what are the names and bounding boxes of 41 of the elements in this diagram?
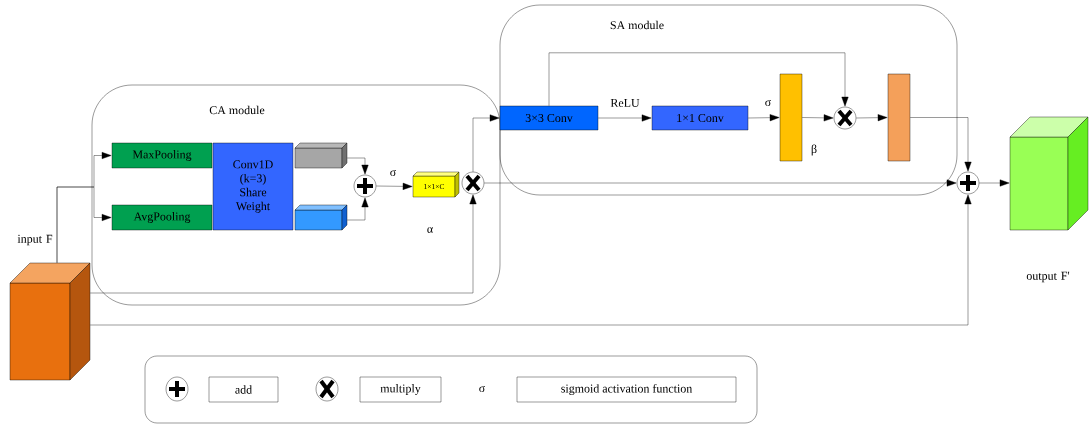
arrow	[347, 197, 369, 221]
feature-cube: output F'	[1009, 116, 1089, 283]
arrow	[56, 186, 112, 263]
greek-label: β	[811, 144, 817, 156]
node-label: output F'	[1026, 271, 1070, 283]
arrow	[484, 179, 957, 187]
feature-bar	[294, 142, 348, 169]
multiply-symbol	[461, 171, 485, 195]
edge-label: σ	[388, 168, 398, 178]
edge-label: ReLU	[609, 98, 641, 108]
arrow	[856, 114, 888, 122]
feature-cube: input F	[9, 234, 91, 381]
feature-bar	[779, 73, 803, 162]
process-box: 3×3 Conv	[499, 105, 599, 131]
legend-label: sigmoid activation function	[516, 376, 737, 403]
arrow	[90, 194, 477, 294]
arrow	[472, 114, 500, 172]
multiply-symbol	[833, 106, 857, 130]
arrow	[376, 182, 413, 190]
arrow	[548, 52, 849, 107]
arrow	[910, 117, 972, 172]
process-box: Conv1D (k=3) Share Weight	[212, 142, 294, 231]
arrow	[347, 157, 369, 175]
feature-bar	[887, 73, 911, 162]
legend-label: multiply	[359, 376, 442, 403]
arrow	[90, 194, 972, 326]
process-box: MaxPooling	[111, 142, 213, 169]
greek-label: σ	[479, 385, 486, 393]
legend-label: add	[208, 376, 279, 403]
edge-label: σ	[763, 98, 773, 108]
process-box: 1×1 Conv	[651, 105, 749, 131]
arrow	[748, 114, 780, 122]
feature-bar	[294, 204, 348, 231]
process-box: AvgPooling	[111, 204, 213, 231]
arrow	[598, 114, 652, 122]
arrow	[979, 179, 1010, 187]
node-label: input F	[17, 234, 53, 246]
arrow	[802, 114, 834, 122]
add-symbol	[353, 174, 377, 198]
greek-label: α	[427, 227, 433, 233]
add-symbol	[956, 171, 980, 195]
